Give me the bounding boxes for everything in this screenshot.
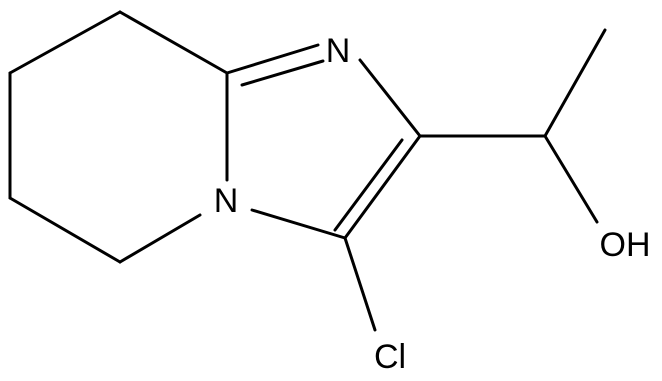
atom-label-n-bridge: N — [214, 182, 239, 220]
atom-label-chlorine: Cl — [374, 338, 406, 376]
bond-c5-c6 — [8, 196, 122, 264]
atom-labels: N N Cl OH — [214, 32, 651, 376]
bond-c3-n4 — [250, 208, 347, 240]
bond-c2-c3-double-a — [343, 134, 422, 240]
bond-c7-c8 — [8, 10, 122, 75]
bond-c3-cl — [343, 236, 377, 332]
bond-n4-c5 — [118, 213, 202, 264]
bond-c8a-n1-double-a — [225, 43, 320, 75]
bonds — [8, 10, 607, 332]
bond-n1-c2 — [358, 58, 422, 138]
bond-c8-c8a — [118, 10, 229, 75]
atom-label-n-imine: N — [326, 32, 351, 70]
bond-c8a-n1-double-b — [240, 59, 325, 87]
bond-ch-oh — [543, 134, 599, 224]
bond-c2-c3-double-b — [333, 138, 404, 232]
bond-ch-ch3 — [543, 28, 607, 138]
atom-label-hydroxyl: OH — [600, 226, 651, 264]
